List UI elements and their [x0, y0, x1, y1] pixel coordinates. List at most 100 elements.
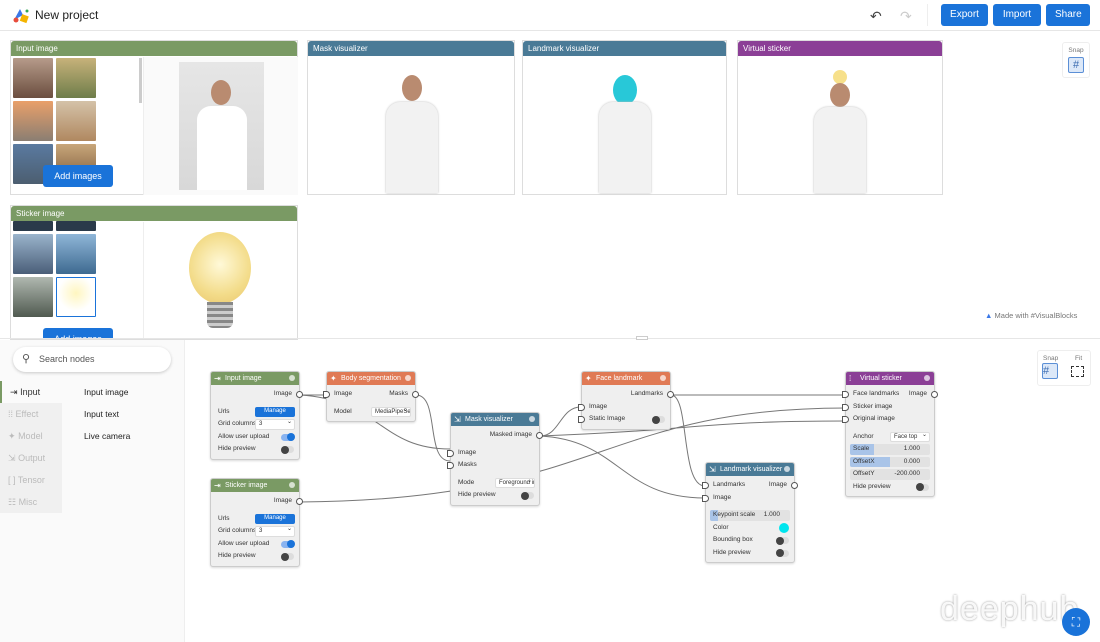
project-title[interactable]: New project [35, 8, 99, 22]
input-port[interactable] [702, 494, 709, 502]
category-model[interactable]: ✦ Model [0, 425, 62, 447]
output-port[interactable] [667, 391, 674, 398]
input-port[interactable] [842, 403, 849, 411]
thumbnail[interactable] [99, 101, 139, 141]
snap-grid-icon[interactable]: # [1068, 57, 1084, 73]
node-header[interactable]: ⇲Mask visualizer [451, 413, 539, 426]
category-effect[interactable]: ⁞⁞ Effect [0, 403, 62, 425]
image-gallery[interactable] [13, 221, 141, 317]
share-button[interactable]: Share [1046, 4, 1090, 26]
add-images-button[interactable]: Add images [43, 165, 113, 187]
import-button[interactable]: Import [993, 4, 1041, 26]
input-port[interactable] [447, 462, 454, 469]
info-icon[interactable] [289, 482, 295, 488]
toggle-switch[interactable] [776, 549, 789, 557]
thumbnail[interactable] [99, 58, 139, 98]
snap-grid-icon[interactable]: # [1042, 363, 1058, 379]
output-port[interactable] [296, 391, 303, 398]
thumbnail[interactable] [13, 234, 53, 274]
info-icon[interactable] [289, 375, 295, 381]
library-item-live-camera[interactable]: Live camera [84, 431, 131, 441]
input-port[interactable] [447, 449, 454, 457]
thumbnail[interactable] [99, 221, 139, 231]
fullscreen-button[interactable]: ⛶ [1062, 608, 1090, 636]
category-input[interactable]: ⇥ Input [0, 381, 62, 403]
thumbnail[interactable] [13, 58, 53, 98]
category-tensor[interactable]: [ ] Tensor [0, 469, 62, 491]
toggle-switch[interactable] [916, 483, 929, 491]
input-port[interactable] [578, 403, 585, 411]
thumbnail[interactable] [99, 234, 139, 274]
search-input[interactable]: ⚲Search nodes [13, 347, 171, 372]
made-with-label[interactable]: ▲ Made with #VisualBlocks [985, 311, 1077, 320]
output-port[interactable] [931, 391, 938, 398]
redo-icon[interactable]: ↷ [900, 8, 912, 24]
output-port[interactable] [412, 391, 419, 398]
input-port[interactable] [842, 416, 849, 423]
image-gallery[interactable] [13, 58, 141, 184]
output-port[interactable] [791, 482, 798, 489]
add-images-button[interactable]: Add images [43, 328, 113, 339]
select-dropdown[interactable]: 3 [255, 526, 295, 537]
select-dropdown[interactable]: Foreground image [495, 477, 535, 488]
thumbnail[interactable] [56, 221, 96, 231]
input-port[interactable] [323, 391, 330, 398]
toggle-switch[interactable] [776, 536, 789, 545]
input-port[interactable] [702, 482, 709, 489]
fit-view-icon[interactable] [1071, 366, 1084, 377]
thumbnail[interactable] [56, 101, 96, 141]
toggle-switch[interactable] [281, 540, 295, 548]
library-item-input-image[interactable]: Input image [84, 387, 129, 397]
thumbnail-selected[interactable] [56, 277, 96, 317]
toggle-switch[interactable] [281, 552, 294, 561]
select-dropdown[interactable]: Face top [890, 431, 930, 442]
info-icon[interactable] [924, 375, 930, 381]
toggle-switch[interactable] [281, 445, 294, 454]
toggle-switch[interactable] [652, 415, 665, 424]
number-slider[interactable]: OffsetY-200.000 [850, 469, 930, 480]
thumbnail[interactable] [13, 101, 53, 141]
toggle-switch[interactable] [521, 491, 534, 500]
output-port[interactable] [536, 432, 543, 439]
thumbnail[interactable] [56, 58, 96, 98]
node-header[interactable]: ⇥Sticker image [211, 479, 299, 492]
select-dropdown[interactable]: 3 [255, 419, 295, 430]
select-dropdown[interactable]: MediaPipeSel [371, 406, 411, 417]
toggle-switch[interactable] [281, 433, 295, 441]
output-port[interactable] [296, 498, 303, 505]
node-header[interactable]: ⇲Landmark visualizer [706, 463, 794, 476]
thumbnail[interactable] [56, 234, 96, 274]
node-header[interactable]: ⁞Virtual sticker [846, 372, 934, 385]
node-header[interactable]: ✦Face landmark [582, 372, 670, 385]
node-header[interactable]: ⇥Input image [211, 372, 299, 385]
export-button[interactable]: Export [941, 4, 988, 26]
scrollbar[interactable] [139, 58, 142, 103]
undo-icon[interactable]: ↶ [870, 8, 882, 24]
thumbnail[interactable] [13, 277, 53, 317]
input-port[interactable] [842, 391, 849, 398]
manage-button[interactable]: Manage [255, 514, 295, 524]
color-picker[interactable] [779, 523, 789, 533]
info-icon[interactable] [784, 466, 790, 472]
resize-handle[interactable] [636, 336, 648, 340]
panel-divider[interactable] [0, 338, 1100, 339]
info-icon[interactable] [660, 375, 666, 381]
node-header[interactable]: ✦Body segmentation [327, 372, 415, 385]
thumbnail[interactable] [13, 221, 53, 231]
info-icon[interactable] [529, 416, 535, 422]
library-item-input-text[interactable]: Input text [84, 409, 119, 419]
category-misc[interactable]: ☷ Misc [0, 491, 62, 513]
manage-button[interactable]: Manage [255, 407, 295, 417]
info-icon[interactable] [405, 375, 411, 381]
category-output[interactable]: ⇲ Output [0, 447, 62, 469]
input-port[interactable] [578, 416, 585, 423]
